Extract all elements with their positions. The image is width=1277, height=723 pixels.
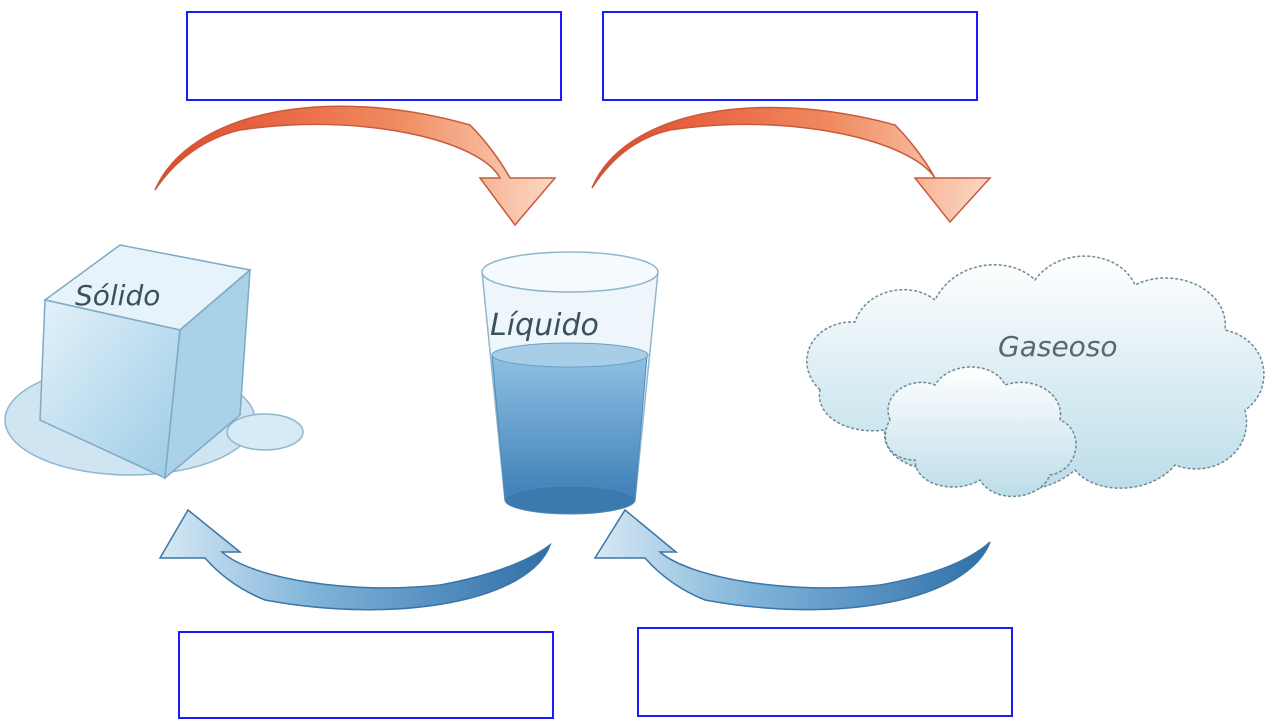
gas-label: Gaseoso [998,330,1118,363]
liquid-label: Líquido [490,308,599,343]
cooling-arrow-icon [593,508,991,611]
heating-arrow-icon [154,105,557,227]
cloud-icon [806,255,1265,498]
answer-box-melting[interactable] [186,11,562,101]
answer-box-evaporation[interactable] [602,11,978,101]
answer-box-condensation[interactable] [637,627,1013,717]
heating-arrow-icon [591,106,992,224]
solid-label: Sólido [75,279,160,312]
answer-box-solidification[interactable] [178,631,554,719]
water-glass-icon [481,251,659,515]
ice-cube-icon [4,244,304,480]
cooling-arrow-icon [158,508,552,611]
